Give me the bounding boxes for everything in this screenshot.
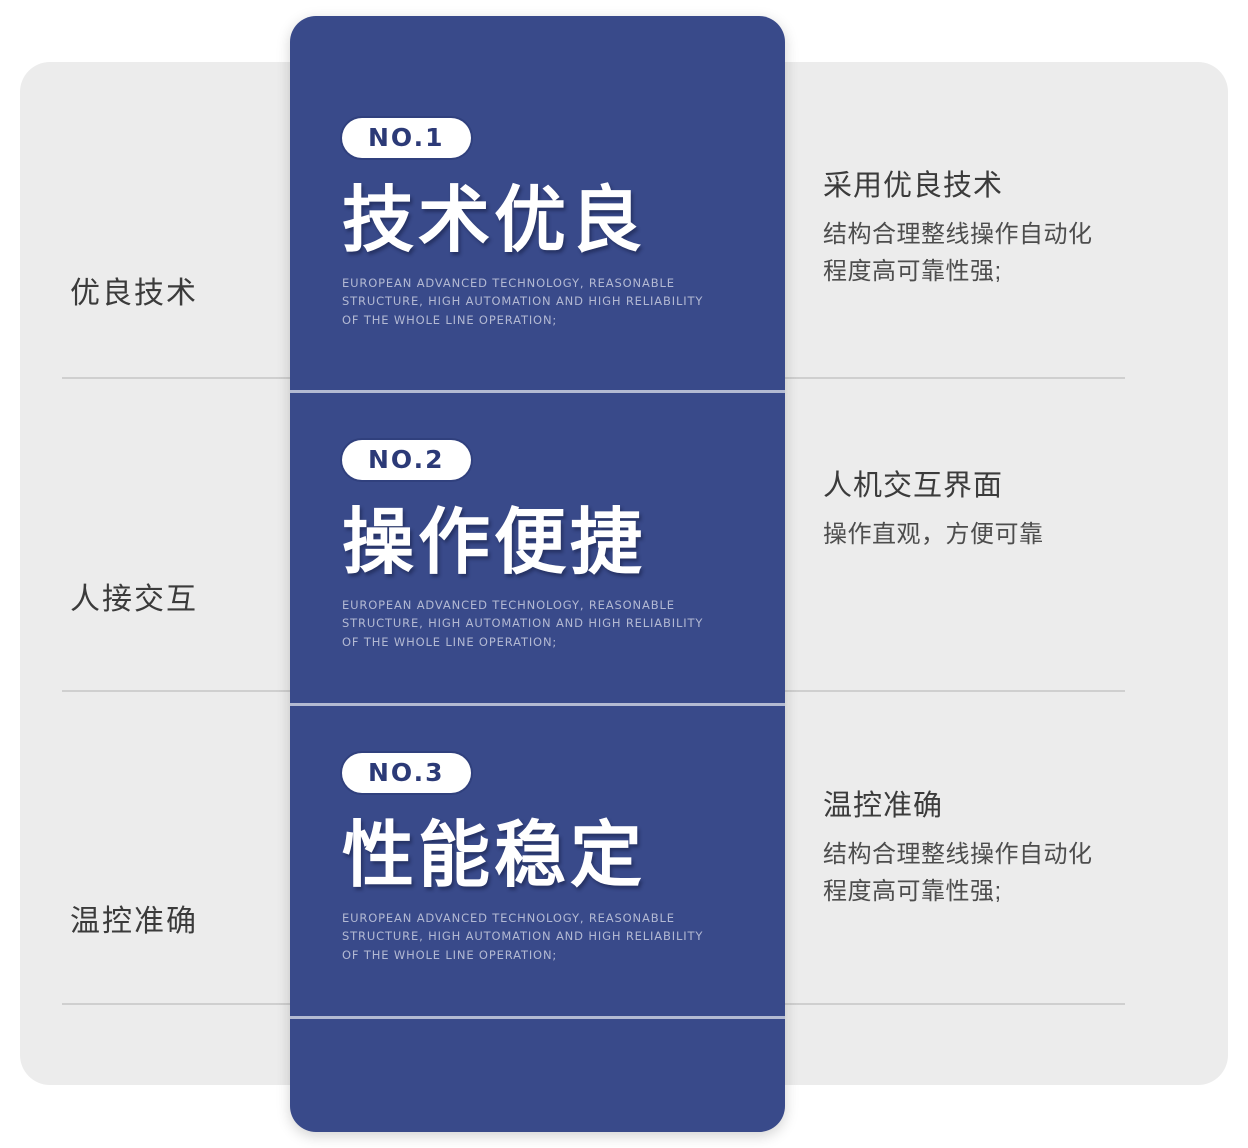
- description-line-1-2: 程度高可靠性强;: [823, 258, 1002, 286]
- card-caption-1: EUROPEAN ADVANCED TECHNOLOGY, REASONABLE…: [342, 274, 732, 330]
- card-caption-2: EUROPEAN ADVANCED TECHNOLOGY, REASONABLE…: [342, 596, 732, 652]
- left-label-row-1: 优良技术: [70, 277, 198, 310]
- card-caption-3-line-2: STRUCTURE, HIGH AUTOMATION AND HIGH RELI…: [342, 929, 704, 944]
- feature-card-stack: NO.1 技术优良 EUROPEAN ADVANCED TECHNOLOGY, …: [290, 16, 785, 1132]
- badge-wrap-2: NO.2: [342, 393, 757, 480]
- description-heading-3: 温控准确: [823, 790, 944, 822]
- description-block-3: 温控准确 结构合理整线操作自动化 程度高可靠性强;: [823, 782, 1223, 910]
- feature-card-1[interactable]: NO.1 技术优良 EUROPEAN ADVANCED TECHNOLOGY, …: [290, 16, 785, 390]
- card-caption-3-line-3: OF THE WHOLE LINE OPERATION;: [342, 947, 558, 962]
- right-description-column: 采用优良技术 结构合理整线操作自动化 程度高可靠性强; 人机交互界面 操作直观，…: [785, 62, 1228, 1085]
- card-separator-3: [290, 1016, 785, 1019]
- badge-wrap-1: NO.1: [342, 16, 757, 158]
- card-caption-2-line-3: OF THE WHOLE LINE OPERATION;: [342, 634, 558, 649]
- description-line-1-1: 结构合理整线操作自动化: [823, 221, 1093, 248]
- card-separator-2: [290, 703, 785, 706]
- card-caption-1-line-1: EUROPEAN ADVANCED TECHNOLOGY, REASONABLE: [342, 275, 675, 290]
- description-line-3-2: 程度高可靠性强;: [823, 878, 1002, 906]
- description-heading-1: 采用优良技术: [823, 170, 1004, 202]
- description-heading-2: 人机交互界面: [823, 470, 1004, 502]
- description-line-2-1: 操作直观，方便可靠: [823, 521, 1044, 548]
- left-label-row-3: 温控准确: [70, 905, 198, 938]
- card-caption-2-line-2: STRUCTURE, HIGH AUTOMATION AND HIGH RELI…: [342, 616, 704, 631]
- card-title-1: 技术优良: [342, 181, 647, 261]
- card-caption-1-line-3: OF THE WHOLE LINE OPERATION;: [342, 312, 558, 327]
- description-block-2: 人机交互界面 操作直观，方便可靠: [823, 462, 1223, 553]
- feature-card-3[interactable]: NO.3 性能稳定 EUROPEAN ADVANCED TECHNOLOGY, …: [290, 706, 785, 1016]
- description-line-3-1: 结构合理整线操作自动化: [823, 841, 1093, 868]
- card-caption-1-line-2: STRUCTURE, HIGH AUTOMATION AND HIGH RELI…: [342, 294, 704, 309]
- card-caption-2-line-1: EUROPEAN ADVANCED TECHNOLOGY, REASONABLE: [342, 597, 675, 612]
- rank-badge-1: NO.1: [342, 118, 471, 158]
- card-caption-3-line-1: EUROPEAN ADVANCED TECHNOLOGY, REASONABLE: [342, 910, 675, 925]
- description-block-1: 采用优良技术 结构合理整线操作自动化 程度高可靠性强;: [823, 162, 1223, 290]
- card-caption-3: EUROPEAN ADVANCED TECHNOLOGY, REASONABLE…: [342, 909, 732, 965]
- left-label-column: 优良技术 人接交互 温控准确: [20, 62, 290, 1085]
- card-separator-1: [290, 390, 785, 393]
- feature-card-2[interactable]: NO.2 操作便捷 EUROPEAN ADVANCED TECHNOLOGY, …: [290, 393, 785, 703]
- badge-wrap-3: NO.3: [342, 706, 757, 793]
- rank-badge-2: NO.2: [342, 440, 471, 480]
- card-title-3: 性能稳定: [342, 816, 647, 896]
- rank-badge-3: NO.3: [342, 753, 471, 793]
- left-label-row-2: 人接交互: [70, 583, 198, 616]
- card-title-2: 操作便捷: [342, 503, 647, 583]
